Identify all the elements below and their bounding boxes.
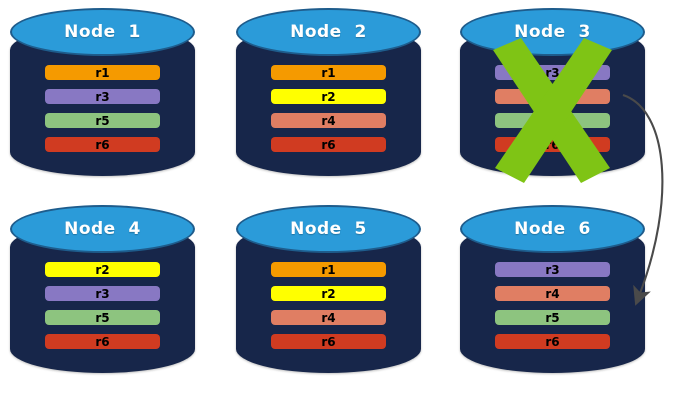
replica-list: r3 r4 r5 r6: [495, 262, 610, 358]
replica-label: r3: [95, 286, 110, 301]
replica-bar[interactable]: r3: [495, 262, 610, 277]
replica-bar[interactable]: r3: [45, 286, 160, 301]
replica-bar[interactable]: r5: [495, 310, 610, 325]
replica-list: r1 r2 r4 r6: [271, 65, 386, 161]
replica-list: r2 r3 r5 r6: [45, 262, 160, 358]
cylinder-top: Node 2: [236, 8, 421, 56]
replica-label: r5: [545, 113, 560, 128]
node-title: Node 6: [514, 219, 591, 239]
replica-label: r6: [95, 334, 110, 349]
replica-label: r1: [321, 262, 336, 277]
replica-bar[interactable]: r4: [495, 89, 610, 104]
node-title: Node 5: [290, 219, 367, 239]
replica-label: r4: [545, 286, 560, 301]
replica-label: r5: [95, 113, 110, 128]
replica-label: r6: [95, 137, 110, 152]
node-cylinder-6[interactable]: r3 r4 r5 r6 Node 6: [460, 205, 645, 391]
replica-list: r1 r2 r4 r6: [271, 262, 386, 358]
replica-label: r6: [545, 334, 560, 349]
replica-bar[interactable]: r6: [271, 334, 386, 349]
replica-label: r6: [321, 137, 336, 152]
node-cylinder-1[interactable]: r1 r3 r5 r6 Node 1: [10, 8, 195, 194]
replica-bar[interactable]: r6: [271, 137, 386, 152]
replica-bar[interactable]: r1: [271, 262, 386, 277]
replica-bar[interactable]: r2: [271, 286, 386, 301]
replica-bar[interactable]: r5: [495, 113, 610, 128]
node-cylinder-4[interactable]: r2 r3 r5 r6 Node 4: [10, 205, 195, 391]
replica-bar[interactable]: r6: [495, 334, 610, 349]
replica-label: r6: [545, 137, 560, 152]
replica-label: r5: [95, 310, 110, 325]
replica-bar[interactable]: r5: [45, 310, 160, 325]
cylinder-top: Node 5: [236, 205, 421, 253]
cylinder-top: Node 4: [10, 205, 195, 253]
replica-bar[interactable]: r5: [45, 113, 160, 128]
replica-label: r6: [321, 334, 336, 349]
replica-bar[interactable]: r6: [45, 334, 160, 349]
node-cylinder-5[interactable]: r1 r2 r4 r6 Node 5: [236, 205, 421, 391]
node-title: Node 2: [290, 22, 367, 42]
replica-bar[interactable]: r6: [45, 137, 160, 152]
replica-label: r2: [95, 262, 110, 277]
node-cylinder-3[interactable]: r3 r4 r5 r6 Node 3: [460, 8, 645, 194]
replica-label: r4: [545, 89, 560, 104]
node-title: Node 4: [64, 219, 141, 239]
cylinder-top: Node 3: [460, 8, 645, 56]
replica-label: r2: [321, 89, 336, 104]
replica-bar[interactable]: r2: [45, 262, 160, 277]
node-title: Node 3: [514, 22, 591, 42]
cylinder-top: Node 1: [10, 8, 195, 56]
replica-label: r4: [321, 113, 336, 128]
cylinder-top: Node 6: [460, 205, 645, 253]
replica-bar[interactable]: r2: [271, 89, 386, 104]
replica-bar[interactable]: r4: [495, 286, 610, 301]
replica-label: r4: [321, 310, 336, 325]
replica-label: r3: [545, 65, 560, 80]
replica-label: r2: [321, 286, 336, 301]
replica-bar[interactable]: r1: [45, 65, 160, 80]
replica-bar[interactable]: r3: [495, 65, 610, 80]
replica-label: r3: [545, 262, 560, 277]
replica-bar[interactable]: r4: [271, 113, 386, 128]
replica-bar[interactable]: r1: [271, 65, 386, 80]
replica-bar[interactable]: r6: [495, 137, 610, 152]
replica-label: r1: [95, 65, 110, 80]
replica-label: r3: [95, 89, 110, 104]
node-cylinder-2[interactable]: r1 r2 r4 r6 Node 2: [236, 8, 421, 194]
replica-bar[interactable]: r4: [271, 310, 386, 325]
replica-bar[interactable]: r3: [45, 89, 160, 104]
replica-list: r3 r4 r5 r6: [495, 65, 610, 161]
node-title: Node 1: [64, 22, 141, 42]
replica-list: r1 r3 r5 r6: [45, 65, 160, 161]
replica-label: r1: [321, 65, 336, 80]
replica-label: r5: [545, 310, 560, 325]
